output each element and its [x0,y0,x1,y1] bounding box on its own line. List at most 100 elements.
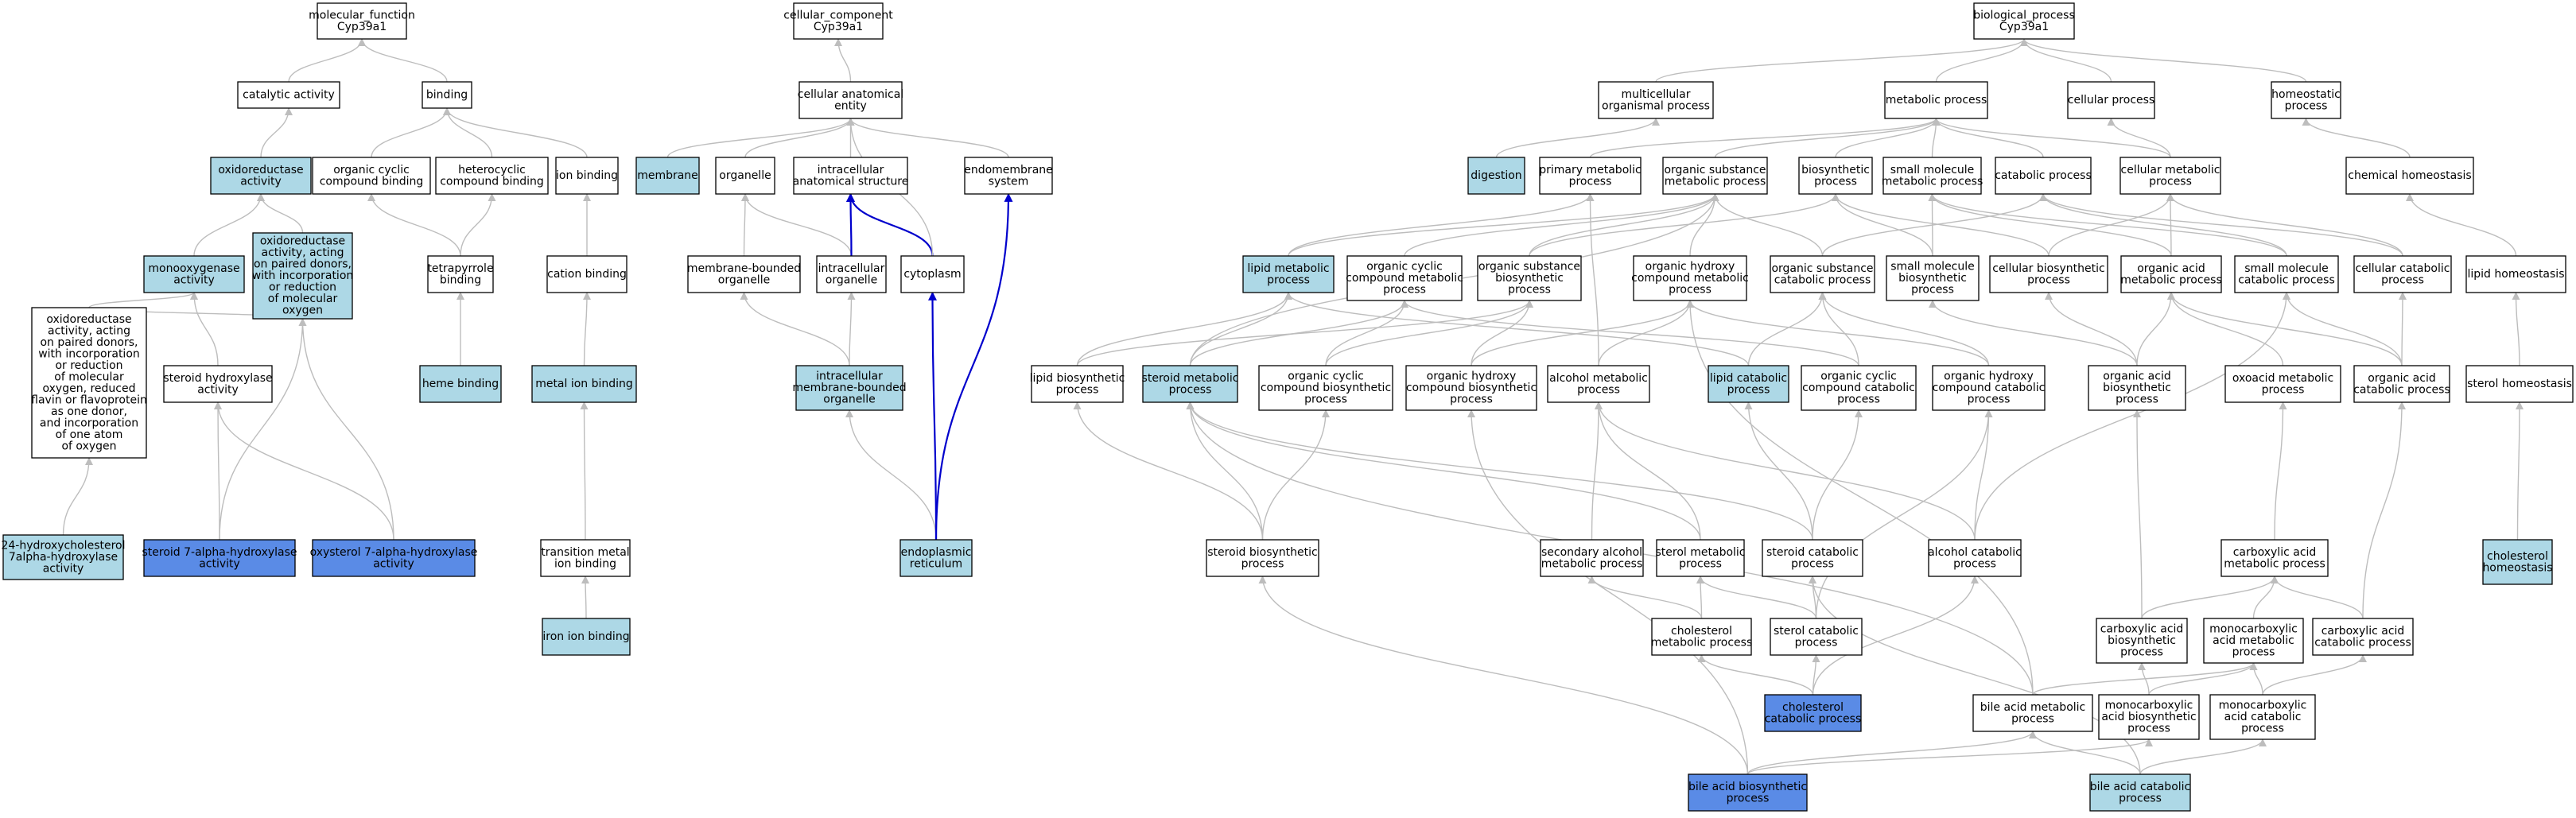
node-box [2220,539,2329,577]
edge-smcp-to-smmp [1928,193,2287,257]
node-box [964,157,1053,195]
node-label-line: metabolic process [1665,175,1766,188]
node-label-line: process [1814,175,1857,188]
node-label-line: primary metabolic [1539,164,1642,176]
node-iron[interactable]: iron ion binding [542,618,631,656]
node-cellproc[interactable]: cellular process [2067,81,2155,119]
node-digestion[interactable]: digestion [1467,157,1525,195]
node-label-line: organic substance [1771,262,1873,275]
node-box [2209,694,2316,740]
node-cation[interactable]: cation binding [546,255,627,293]
node-heme[interactable]: heme binding [419,365,502,403]
node-chemhomeo[interactable]: chemical homeostasis [2345,157,2474,195]
node-catalytic[interactable]: catalytic activity [237,81,340,109]
node-label-line: steroid hydroxylase [163,372,272,385]
node-catab[interactable]: catabolic process [1995,157,2092,195]
node-metab[interactable]: metabolic process [1884,81,1988,119]
node-membrane[interactable]: membrane [635,157,700,195]
node-metalion[interactable]: metal ion binding [531,365,637,403]
node-lipidhomeo[interactable]: lipid homeostasis [2465,255,2566,293]
node-ionb[interactable]: ion binding [555,157,619,195]
node-organelle[interactable]: organelle [715,157,775,195]
node-label-line: bile acid biosynthetic [1688,781,1807,793]
node-cyto[interactable]: cytoplasm [900,255,965,293]
edge-cellmet-to-metab [1932,118,2171,158]
edge-sterolhx-to-monoox [190,292,219,366]
node-label: chemical homeostasis [2348,169,2471,182]
node-binding[interactable]: binding [422,81,472,109]
node-box [687,255,801,293]
node-label-line: homeostasis [2482,561,2552,574]
node-sterolhomeo[interactable]: sterol homeostasis [2465,365,2574,403]
